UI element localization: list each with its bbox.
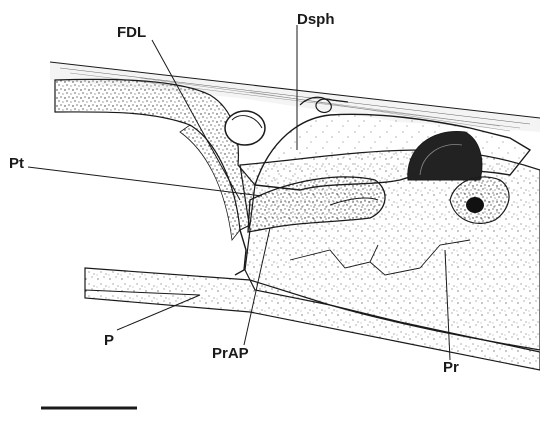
label-fdl: FDL (117, 24, 146, 41)
label-pr: Pr (443, 359, 459, 376)
label-dsph: Dsph (297, 11, 335, 28)
cavity-edge (235, 230, 246, 275)
upper-bone-mass (55, 79, 255, 230)
label-p: P (104, 332, 114, 349)
label-pt: Pt (9, 155, 24, 172)
label-prap: PrAP (212, 345, 249, 362)
